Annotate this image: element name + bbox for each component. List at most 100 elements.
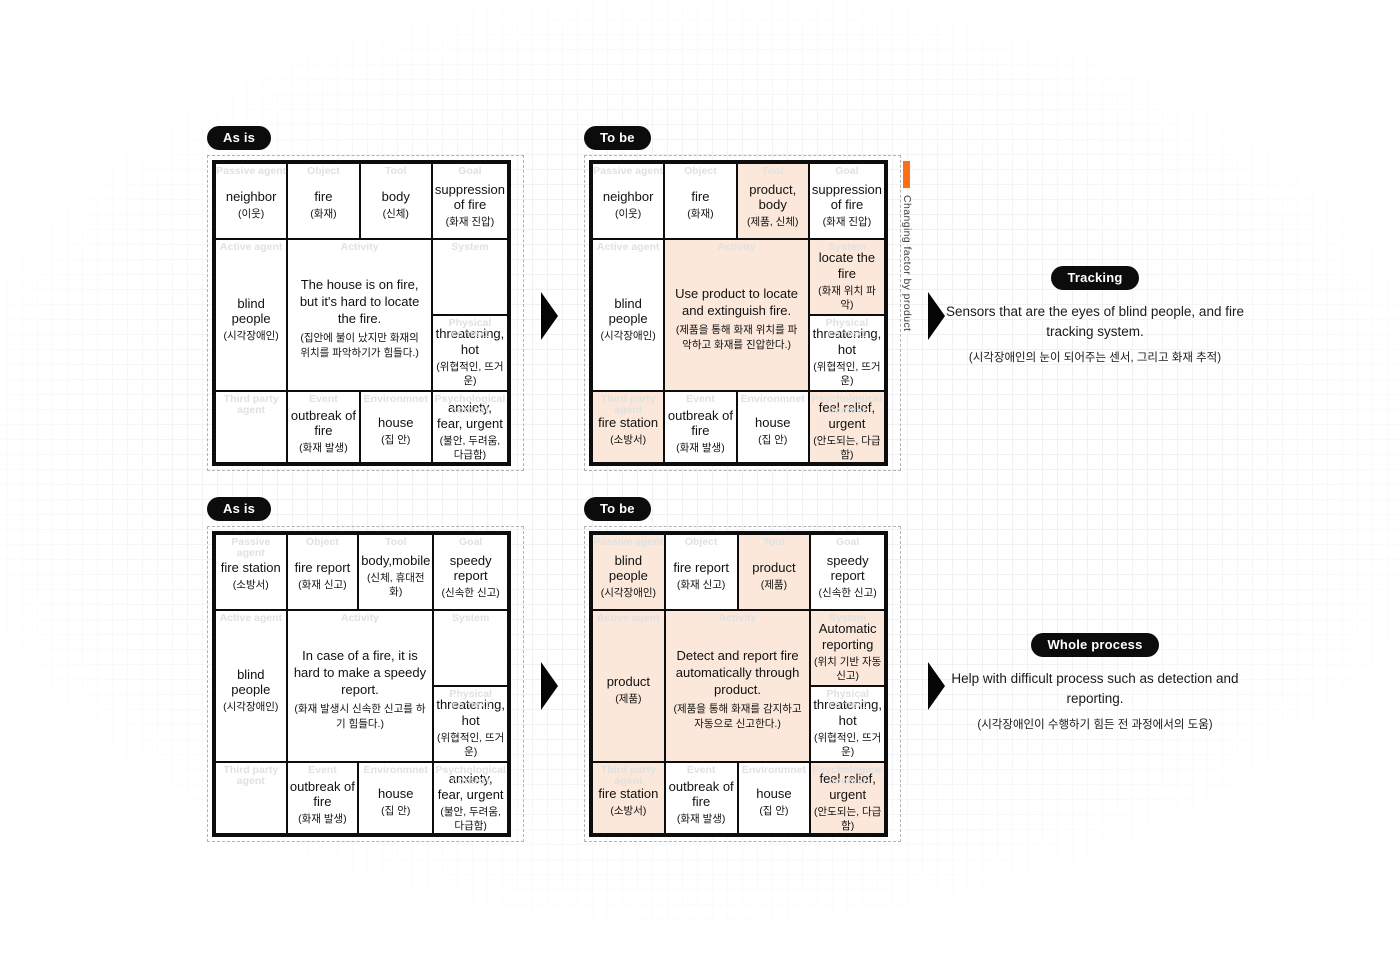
cell-value-en: house (378, 415, 414, 431)
cell-goal: Goal suppression of fire (화재 진압) (809, 164, 884, 238)
cell-value-ko: (시각장애인) (600, 587, 657, 600)
cell-header: Active agent (596, 241, 660, 253)
cell-value-ko: (위협적인, 뜨거운) (813, 361, 881, 388)
cell-value-ko: (불안, 두려움, 다급함) (439, 435, 501, 462)
stage-report-to-be: To be Passive agent blind people (시각장애인)… (584, 497, 914, 842)
cell-header: Goal (835, 536, 860, 548)
cell-value-ko: (위치 기반 자동 신고) (814, 656, 882, 683)
whole-process-description: Help with difficult process such as dete… (951, 671, 1239, 706)
framework-table: Passive agent neighbor (이웃) Object fire … (589, 160, 888, 466)
cell-system-changed: System locate the fire (화재 위치 파악) (809, 240, 884, 314)
cell-passive-agent: Passive agent neighbor (이웃) (593, 164, 664, 238)
cell-environment: Environmnet house (집 안) (360, 392, 431, 462)
cell-value-en: threatening, hot (436, 697, 505, 729)
cell-value-en: house (378, 786, 414, 802)
transition-arrow-icon (541, 292, 558, 340)
cell-value-ko: (위협적인, 뜨거운) (437, 732, 505, 759)
cell-object: Object fire (화재) (288, 164, 359, 238)
system-context-column: System Physical context threatening, hot… (434, 611, 507, 761)
cell-value-en: blind people (231, 295, 271, 327)
to-be-badge: To be (584, 126, 651, 150)
cell-value-en: threatening, hot (812, 326, 882, 358)
cell-system-changed: System Automatic reporting (위치 기반 자동 신고) (811, 611, 884, 685)
stage-fire-to-be: To be Passive agent neighbor (이웃) Object… (584, 126, 914, 471)
cell-system: System (432, 240, 507, 314)
cell-value-en: outbreak of fire (290, 407, 356, 439)
cell-value-ko: (집안에 불이 났지만 화재의 위치를 파악하기가 힘들다.) (300, 332, 419, 360)
cell-value-ko: (위협적인, 뜨거운) (436, 361, 504, 388)
whole-process-description-ko: (시각장애인이 수행하기 힘든 전 과정에서의 도움) (977, 719, 1213, 732)
cell-value-ko: (집 안) (759, 805, 789, 818)
cell-value-en: neighbor (225, 189, 277, 205)
cell-header: Goal (458, 536, 483, 548)
system-context-column: System locate the fire (화재 위치 파악) Physic… (809, 240, 884, 390)
cell-value-en: body,mobile (361, 553, 431, 569)
cell-active-agent-changed: Active agent product (제품) (593, 611, 664, 761)
cell-value-ko: (화재 신고) (298, 579, 347, 592)
cell-passive-agent-changed: Passive agent blind people (시각장애인) (593, 535, 664, 609)
cell-value-ko: (화재 발생시 신속한 신고를 하기 힘들다.) (294, 703, 426, 731)
framework-table: Passive agent neighbor (이웃) Object fire … (212, 160, 511, 466)
cell-activity: Activity In case of a fire, it is hard t… (287, 611, 433, 761)
cell-event: Event outbreak of fire (화재 발생) (665, 763, 737, 833)
cell-object: Object fire (화재) (665, 164, 736, 238)
cell-header: Passive agent (593, 165, 664, 177)
cell-value-en: product (606, 674, 651, 690)
cell-psychological-context: Psychological context anxiety, fear, urg… (432, 392, 507, 462)
cell-environment: Environmnet house (집 안) (737, 392, 808, 462)
cell-value-en: Detect and report fire automatically thr… (675, 648, 800, 698)
cell-value-en: blind people (608, 552, 648, 584)
cell-value-ko: (신속한 신고) (441, 587, 500, 600)
cell-value-en: threatening, hot (813, 697, 882, 729)
transition-arrow-icon (541, 662, 558, 710)
cell-value-ko: (신속한 신고) (818, 587, 877, 600)
cell-physical-context: Physical context threatening, hot (위협적인,… (434, 687, 507, 761)
system-context-column: System Physical context threatening, hot… (432, 240, 507, 390)
cell-value-ko: (제품) (615, 693, 642, 706)
as-is-badge: As is (207, 126, 272, 150)
cell-value-ko: (집 안) (381, 434, 411, 447)
cell-header: Active agent (219, 241, 283, 253)
cell-header: Event (686, 764, 716, 776)
cell-goal: Goal speedy report (신속한 신고) (811, 535, 884, 609)
cell-header: Activity (340, 241, 379, 253)
cell-environment: Environmnet house (집 안) (738, 763, 810, 833)
changing-factor-label: Changing factor by product (901, 195, 913, 332)
stage-fire-as-is: As is Passive agent neighbor (이웃) Object… (207, 126, 537, 471)
cell-value-ko: (화재 위치 파악) (818, 285, 876, 312)
cell-value-ko: (집 안) (758, 434, 788, 447)
framework-frame: Passive agent neighbor (이웃) Object fire … (207, 155, 524, 471)
cell-third-party-agent-changed: Third party agent fire station (소방서) (593, 392, 664, 462)
cell-psychological-context-changed: Psychological context feel relief, urgen… (809, 392, 884, 462)
cell-value-en: outbreak of fire (667, 407, 733, 439)
cell-header: Event (686, 393, 715, 405)
cell-value-en: speedy report (449, 552, 492, 584)
cell-psychological-context-changed: Psychological context feel relief, urgen… (811, 763, 884, 833)
cell-event: Event outbreak of fire (화재 발생) (288, 392, 359, 462)
cell-header: Passive agent (593, 536, 664, 548)
cell-value-ko: (위협적인, 뜨거운) (814, 732, 882, 759)
cell-value-ko: (제품을 통해 화재를 감지하고 자동으로 신고한다.) (673, 703, 802, 731)
cell-value-ko: (화재 발생) (298, 813, 347, 826)
cell-header: Event (308, 764, 337, 776)
cell-value-ko: (집 안) (381, 805, 411, 818)
cell-goal: Goal suppression of fire (화재 진압) (432, 164, 507, 238)
cell-value-ko: (시각장애인) (223, 330, 279, 343)
as-is-badge: As is (207, 497, 272, 521)
cell-value-en: house (756, 786, 792, 802)
cell-header: Third party agent (600, 764, 656, 788)
cell-header: Goal (835, 165, 859, 177)
system-context-column: System Automatic reporting (위치 기반 자동 신고)… (811, 611, 884, 761)
cell-value-ko: (화재 진압) (822, 216, 872, 229)
cell-value-en: product, body (749, 181, 797, 213)
cell-activity-changed: Activity Detect and report fire automati… (665, 611, 810, 761)
cell-activity-changed: Activity Use product to locate and extin… (665, 240, 808, 390)
cell-value-en: The house is on fire, but it's hard to l… (299, 277, 420, 327)
cell-header: Goal (458, 165, 482, 177)
cell-value-ko: (화재 신고) (676, 579, 726, 592)
cell-third-party-agent: Third party agent (216, 392, 287, 462)
cell-tool: Tool body,mobile (신체, 휴대전화) (359, 535, 433, 609)
cell-header: Object (306, 536, 339, 548)
